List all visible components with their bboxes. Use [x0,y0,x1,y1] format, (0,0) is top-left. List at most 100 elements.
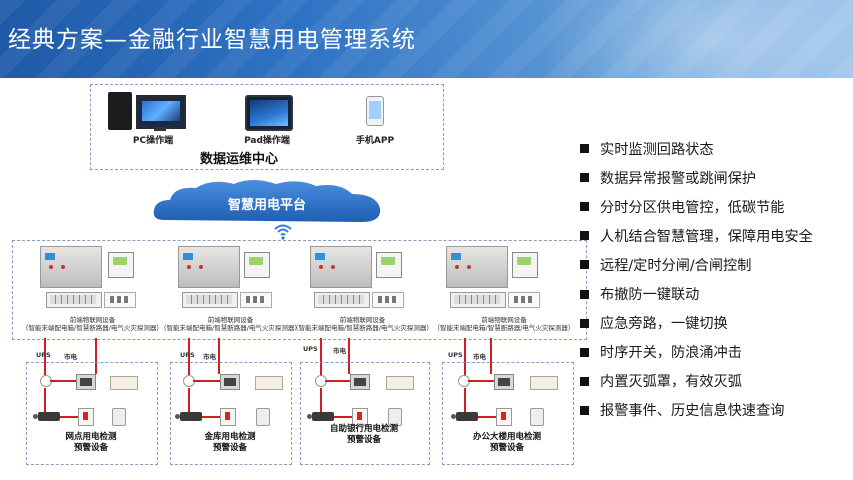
device-detail: （智能末端配电箱/智慧断路器/电气火灾探测器） [22,324,163,332]
wire [44,388,46,414]
ups-line [44,338,46,380]
site-name: 金库用电检测 [204,432,256,442]
switch-icon [496,408,512,426]
distribution-cabinet-icon [40,246,102,288]
breaker-icon [314,292,370,308]
site-subname: 预警设备 [212,443,247,453]
ups-label: UPS [180,351,195,359]
square-bullet-icon [580,347,589,357]
mains-line [348,338,350,374]
smoke-detector-icon [388,408,402,426]
monitor-icon [136,95,186,129]
socket-icon [110,376,138,390]
title-banner [0,0,853,140]
tablet-icon [245,95,293,131]
ups-line [188,338,190,380]
distribution-cabinet-icon [310,246,372,288]
switch-icon [220,408,236,426]
wire [60,416,78,418]
site-subname: 预警设备 [73,443,108,453]
site-subname: 预警设备 [489,443,524,453]
feature-text: 布撤防一键联动 [600,287,700,304]
mains-line [218,338,220,374]
mains-line [490,338,492,374]
device-caption: 前端物联网设备 （智能末端配电箱/智慧断路器/电气火灾探测器） [158,316,303,332]
mains-label: 市电 [473,353,486,361]
square-bullet-icon [580,144,589,154]
feature-list: 实时监测回路状态 数据异常报警或跳闸保护 分时分区供电管控，低碳节能 人机结合智… [580,134,813,425]
smoke-detector-icon [112,408,126,426]
detector-icon [372,292,404,308]
site-name: 办公大楼用电检测 [472,432,541,442]
ups-line [320,338,322,380]
device-detail: （智能末端配电箱/智慧断路器/电气火灾探测器） [160,324,301,332]
feature-text: 实时监测回路状态 [600,141,714,158]
feature-item: 分时分区供电管控，低碳节能 [580,192,813,221]
camera-icon [451,412,478,421]
wire [320,388,322,414]
meter-icon [376,252,402,278]
device-title: 前端物联网设备 [481,316,527,324]
feature-text: 分时分区供电管控，低碳节能 [600,199,785,216]
site-caption: 金库用电检测 预警设备 [170,432,290,454]
socket-icon [386,376,414,390]
wire [464,388,466,414]
square-bullet-icon [580,173,589,183]
feature-item: 报警事件、历史信息快速查询 [580,396,813,425]
device-detail: （智能末端配电箱/智慧断路器/电气火灾探测器） [433,324,575,332]
control-panel-icon [350,374,370,390]
site-name: 网点用电检测 [65,432,117,442]
control-panel-icon [76,374,96,390]
meter-icon [108,252,134,278]
wire [202,416,220,418]
mains-label: 市电 [333,347,346,355]
wire [325,380,350,382]
device-caption: 前端物联网设备 （智能末端配电箱/智慧断路器/电气火灾探测器） [20,316,165,332]
feature-item: 实时监测回路状态 [580,134,813,163]
site-box [442,362,574,465]
feature-text: 时序开关，防浪涌冲击 [600,345,742,362]
wire [468,380,494,382]
cloud-platform-icon [153,180,381,222]
breaker-icon [46,292,102,308]
banner-glow [533,0,853,140]
feature-item: 应急旁路，一键切换 [580,309,813,338]
device-caption: 前端物联网设备 （智能末端配电箱/智慧断路器/电气火灾探测器） [290,316,435,332]
feature-text: 内置灭弧罩，有效灭弧 [600,374,742,391]
mains-line [95,338,97,374]
breaker-icon [182,292,238,308]
data-center-box [90,84,444,170]
feature-item: 时序开关，防浪涌冲击 [580,338,813,367]
page-title: 经典方案—金融行业智慧用电管理系统 [8,27,416,53]
switch-icon [352,408,368,426]
feature-item: 布撤防一键联动 [580,279,813,308]
platform-label: 智慧用电平台 [227,198,306,213]
wire [50,380,76,382]
wire [188,388,190,414]
ups-label: UPS [303,345,318,353]
square-bullet-icon [580,260,589,270]
smartphone-icon [366,96,384,126]
control-panel-icon [494,374,514,390]
site-box [300,362,430,465]
pad-terminal-label: Pad操作端 [244,136,290,146]
wifi-icon [274,224,292,240]
mains-label: 市电 [203,353,216,361]
data-center-title: 数据运维中心 [200,152,279,167]
smoke-detector-icon [256,408,270,426]
switch-icon [78,408,94,426]
camera-icon [33,412,60,421]
app-terminal-label: 手机APP [355,136,395,146]
square-bullet-icon [580,289,589,299]
feature-item: 人机结合智慧管理，保障用电安全 [580,221,813,250]
feature-item: 内置灭弧罩，有效灭弧 [580,367,813,396]
site-box [26,362,158,465]
device-title: 前端物联网设备 [339,316,386,324]
device-title: 前端物联网设备 [69,316,116,324]
feature-item: 远程/定时分闸/合闸控制 [580,250,813,279]
distribution-cabinet-icon [178,246,240,288]
device-caption: 前端物联网设备 （智能末端配电箱/智慧断路器/电气火灾探测器） [424,316,584,332]
device-detail: （智能末端配电箱/智慧断路器/电气火灾探测器） [292,324,433,332]
camera-icon [307,412,334,421]
distribution-cabinet-icon [446,246,508,288]
